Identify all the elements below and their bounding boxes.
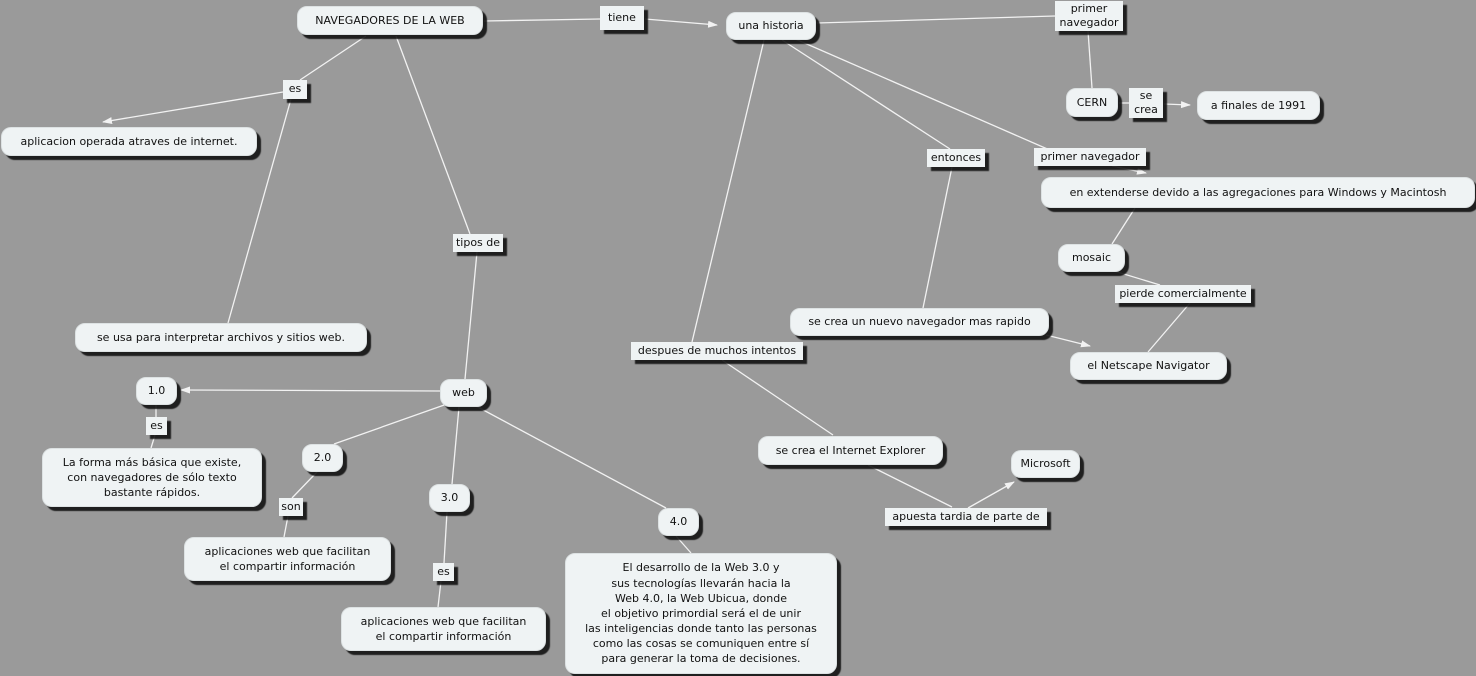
link-se-crea[interactable]: se crea: [1129, 88, 1163, 118]
connector-line: [816, 15, 1056, 24]
link-primer-navegador-top[interactable]: primer navegador: [1055, 1, 1123, 31]
concept-forma-mas-basica[interactable]: La forma más básica que existe, con nave…: [42, 448, 262, 507]
link-apuesta-tardia[interactable]: apuesta tardia de parte de: [885, 508, 1047, 526]
connector-line: [443, 511, 448, 564]
link-tipos-de[interactable]: tipos de: [453, 234, 503, 252]
link-entonces[interactable]: entonces: [927, 149, 985, 167]
connector-line: [473, 404, 667, 509]
connector-line: [691, 39, 765, 343]
connector-line: [451, 406, 460, 485]
connector-line: [1111, 207, 1136, 245]
concept-web-1-0[interactable]: 1.0: [136, 377, 177, 405]
concept-web[interactable]: web: [440, 379, 487, 407]
connector-line: [792, 37, 1053, 152]
link-es-3[interactable]: es: [433, 563, 454, 581]
connector-line: [1113, 270, 1161, 286]
connector-line: [922, 166, 953, 309]
concept-a-finales-de-1991[interactable]: a finales de 1991: [1197, 91, 1320, 120]
connector-line: [437, 580, 442, 608]
link-es-2[interactable]: es: [146, 417, 167, 435]
concept-desarrollo-web-4-0[interactable]: El desarrollo de la Web 3.0 y sus tecnol…: [565, 553, 837, 674]
connector-line: [1111, 165, 1147, 175]
link-primer-navegador-mid[interactable]: primer navegador: [1034, 148, 1146, 166]
connector-line: [675, 535, 692, 554]
concept-aplicaciones-web-3-0[interactable]: aplicaciones web que facilitan el compar…: [341, 607, 546, 651]
concept-se-usa-interpretar[interactable]: se usa para interpretar archivos y sitio…: [75, 323, 367, 352]
connector-line: [333, 403, 448, 445]
connector-line: [395, 35, 471, 235]
concept-web-3-0[interactable]: 3.0: [429, 484, 470, 512]
connector-line: [1147, 302, 1191, 353]
connector-line: [781, 39, 951, 150]
concept-mosaic[interactable]: mosaic: [1058, 244, 1125, 272]
concept-nuevo-navegador-rapido[interactable]: se crea un nuevo navegador mas rapido: [790, 308, 1049, 336]
link-pierde-comercialmente[interactable]: pierde comercialmente: [1115, 285, 1251, 303]
concept-web-4-0[interactable]: 4.0: [658, 508, 699, 536]
concept-microsoft[interactable]: Microsoft: [1011, 450, 1080, 478]
connector-line: [967, 481, 1015, 509]
concept-netscape-navigator[interactable]: el Netscape Navigator: [1070, 352, 1227, 380]
concept-web-2-0[interactable]: 2.0: [302, 444, 343, 472]
connector-line: [180, 386, 441, 394]
concept-navegadores-de-la-web[interactable]: NAVEGADORES DE LA WEB: [297, 6, 483, 35]
concept-aplicaciones-web-2-0[interactable]: aplicaciones web que facilitan el compar…: [184, 537, 391, 581]
connector-line: [283, 515, 289, 538]
link-son[interactable]: son: [279, 498, 303, 516]
concept-una-historia[interactable]: una historia: [726, 12, 816, 40]
link-despues-de-muchos-intentos[interactable]: despues de muchos intentos: [631, 342, 803, 360]
connector-line: [867, 464, 953, 508]
connector-line: [464, 251, 478, 380]
concept-internet-explorer[interactable]: se crea el Internet Explorer: [758, 436, 943, 465]
connector-line: [150, 434, 156, 449]
link-es-1[interactable]: es: [283, 80, 307, 99]
connector-line: [227, 98, 292, 324]
connector-line: [644, 18, 718, 28]
connector-line: [291, 471, 318, 499]
connector-line: [1087, 30, 1093, 89]
connector-line: [1045, 334, 1091, 348]
connector-line: [1163, 101, 1191, 109]
connector-line: [102, 91, 284, 124]
connector-line: [483, 18, 601, 22]
link-tiene[interactable]: tiene: [600, 6, 644, 30]
concept-cern[interactable]: CERN: [1066, 88, 1118, 117]
concept-aplicacion-operada[interactable]: aplicacion operada atraves de internet.: [1, 127, 257, 156]
connector-line: [299, 35, 367, 81]
concept-en-extenderse[interactable]: en extenderse devido a las agregaciones …: [1041, 177, 1475, 208]
connector-line: [721, 359, 834, 436]
